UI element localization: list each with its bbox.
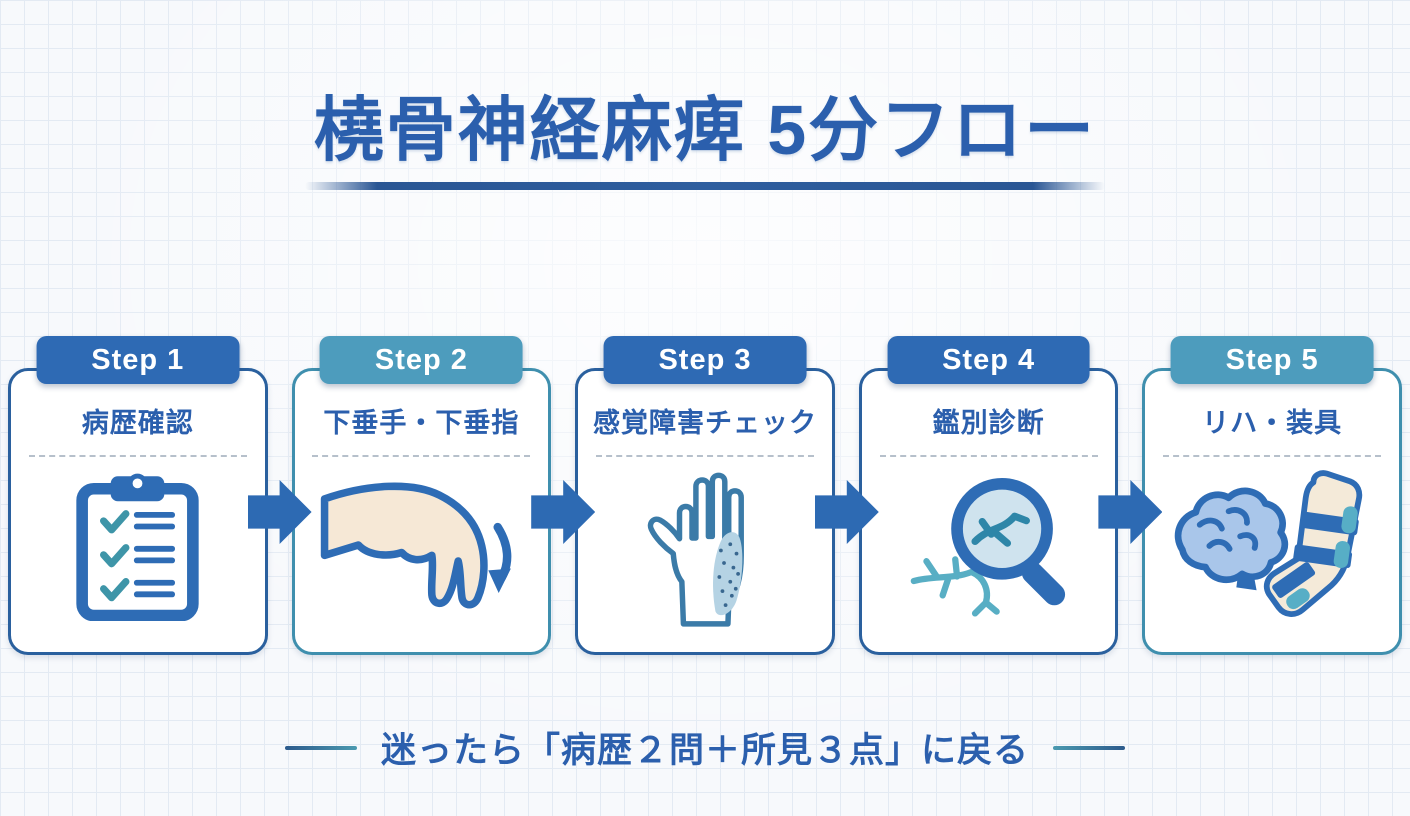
step-4-badge: Step 4: [887, 336, 1091, 384]
steps-row: Step 1 病歴確認: [8, 333, 1402, 655]
step-4-label: 鑑別診断: [932, 408, 1045, 438]
footer-divider-left: [284, 745, 357, 750]
footer-note: 迷ったら「病歴２問＋所見３点」に戻る: [0, 722, 1410, 773]
magnifier-nerve-icon: [862, 461, 1116, 629]
splint: [1264, 470, 1363, 617]
sensory-area-hand-icon: [578, 461, 832, 629]
footer-note-text: 迷ったら「病歴２問＋所見３点」に戻る: [380, 731, 1029, 770]
page-title: 橈骨神経麻痺 5分フロー: [313, 91, 1097, 169]
step-2-badge: Step 2: [319, 336, 523, 384]
step-3-badge: Step 3: [603, 336, 807, 384]
step-card-1: Step 1 病歴確認: [8, 336, 268, 655]
clipboard-checklist-icon: [11, 461, 265, 629]
label-divider: [28, 455, 247, 457]
brain: [1175, 487, 1289, 591]
footer-divider-right: [1053, 745, 1125, 750]
drop-hand-icon: [295, 461, 549, 629]
step-1-label: 病歴確認: [81, 408, 194, 438]
step-card-4: Step 4 鑑別診断: [858, 336, 1119, 655]
brain-and-splint-icon: [1145, 461, 1399, 629]
step-card-5: Step 5 リハ・装具: [1142, 336, 1402, 655]
label-divider: [1163, 455, 1382, 457]
step-3-label: 感覚障害チェック: [592, 408, 817, 438]
step-1-badge: Step 1: [36, 336, 240, 384]
title-underline: [305, 182, 1105, 190]
step-5-badge: Step 5: [1170, 336, 1374, 384]
label-divider: [595, 455, 815, 457]
step-5-label: リハ・装具: [1202, 408, 1343, 438]
step-2-label: 下垂手・下垂指: [323, 408, 520, 438]
label-divider: [879, 455, 1098, 457]
step-card-2: Step 2 下垂手・下垂指: [291, 336, 552, 655]
label-divider: [312, 455, 531, 457]
step-card-3: Step 3 感覚障害チェック: [575, 336, 835, 655]
